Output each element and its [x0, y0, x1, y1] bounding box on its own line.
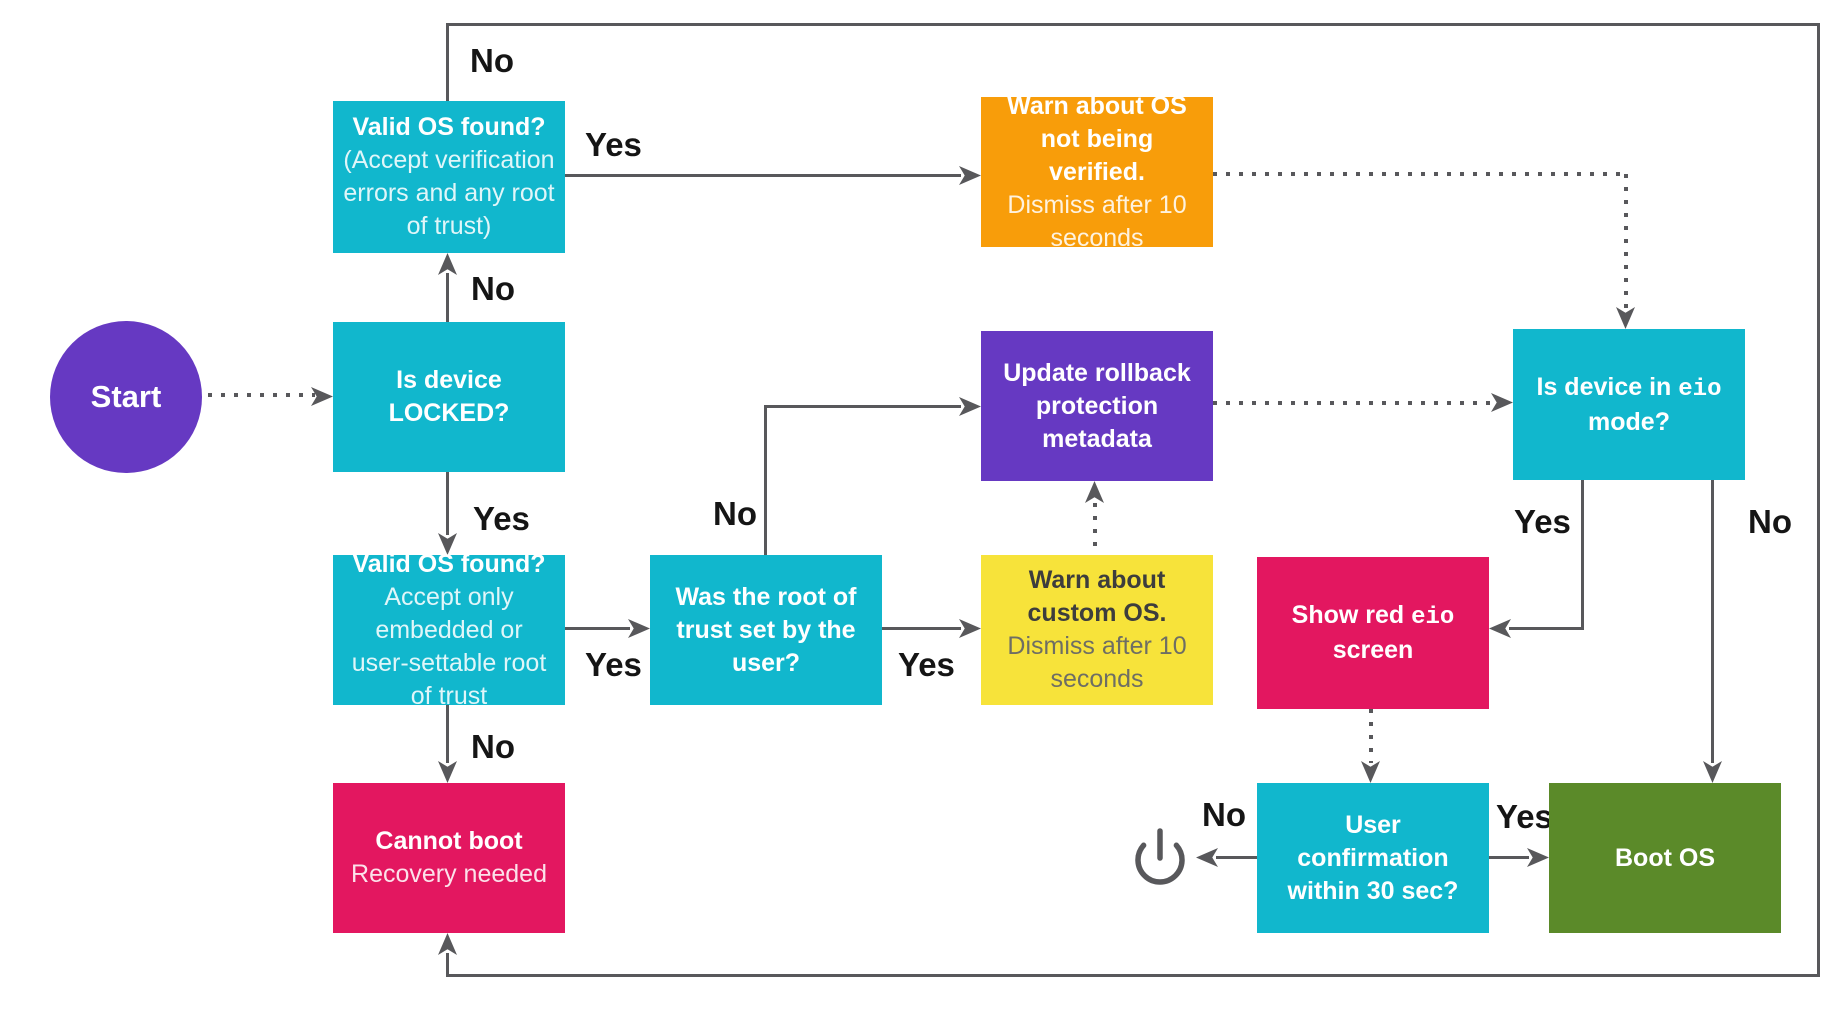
label-yes-valid-unlocked: Yes [585, 126, 642, 163]
label-yes-locked-down: Yes [473, 500, 530, 537]
arrowhead-right-warn-custom [959, 619, 981, 638]
start-dotted-line [208, 393, 315, 397]
node-eio-mode: Is device in eio mode? [1513, 329, 1745, 480]
node-warn-os-not-verified: Warn about OS not being verified. Dismis… [981, 92, 1213, 252]
valid-locked-yes-line [565, 627, 630, 630]
arrowhead-right-warn-os [959, 166, 981, 185]
node-title: Boot OS [1615, 843, 1715, 872]
label-no-user: No [1202, 796, 1246, 833]
label-yes-to-was-root: Yes [585, 646, 642, 683]
eio-yes-horizontal-line [1509, 627, 1584, 630]
label-no-was-root: No [713, 495, 757, 532]
loop-into-cannot-boot-line [446, 953, 449, 977]
valid-locked-no-line [446, 705, 449, 763]
arrowhead-up-update-rollback [1085, 481, 1104, 503]
node-title: User confirmation within 30 sec? [1287, 810, 1459, 905]
arrowhead-right-was-root [628, 619, 650, 638]
node-subtitle: Dismiss after 10 seconds [1007, 190, 1187, 252]
eio-code-text: eio [1678, 375, 1722, 403]
label-yes-eio: Yes [1514, 503, 1571, 540]
arrowhead-right-boot-os [1527, 848, 1549, 867]
user-yes-line [1489, 856, 1529, 859]
node-title: Warn about custom OS. [1027, 566, 1167, 627]
arrowhead-right-update-rollback [959, 397, 981, 416]
node-root-of-trust: Was the root of trust set by the user? [650, 555, 882, 705]
eio-yes-vertical-line [1581, 480, 1584, 630]
update-rollback-dotted-line [1213, 401, 1491, 405]
arrowhead-up-cannot-boot [438, 933, 457, 955]
node-title: Cannot boot [375, 827, 523, 855]
node-warn-custom-os: Warn about custom OS. Dismiss after 10 s… [981, 555, 1213, 705]
label-no-eio: No [1748, 503, 1792, 540]
loop-top-vertical-line [446, 23, 449, 102]
node-valid-os-unlocked: Valid OS found? (Accept verification err… [333, 101, 565, 253]
start-node: Start [50, 321, 202, 473]
node-title: Warn about OS not being verified. [1007, 91, 1187, 186]
was-root-yes-line [882, 627, 961, 630]
label-yes-to-warn-custom: Yes [898, 646, 955, 683]
label-yes-user: Yes [1496, 798, 1553, 835]
node-title: Is device LOCKED? [388, 366, 510, 427]
power-icon [1135, 828, 1185, 885]
was-root-no-vertical-line [764, 405, 767, 555]
node-subtitle: (Accept verification errors and any root… [343, 146, 555, 240]
show-red-dotted-line [1369, 709, 1373, 763]
node-subtitle: Dismiss after 10 seconds [1007, 632, 1187, 693]
loop-right-vertical-line [1817, 23, 1820, 977]
arrowhead-down-user-confirm [1361, 761, 1380, 783]
locked-no-line [446, 273, 449, 322]
eio-post-text: mode? [1588, 407, 1670, 436]
label-no-locked-up: No [471, 270, 515, 307]
arrowhead-down-cannot-boot [438, 761, 457, 783]
loop-top-horizontal-line [446, 23, 1820, 26]
node-valid-os-locked: Valid OS found? Accept only embedded or … [333, 550, 565, 710]
node-show-red-eio: Show red eio screen [1257, 557, 1489, 709]
label-no-top-loop: No [470, 42, 514, 79]
was-root-no-horizontal-line [764, 405, 961, 408]
node-subtitle: Recovery needed [351, 860, 547, 888]
node-user-confirmation: User confirmation within 30 sec? [1257, 783, 1489, 933]
arrowhead-left-power [1196, 848, 1218, 867]
node-subtitle: Accept only embedded or user-settable ro… [351, 582, 547, 710]
arrowhead-right-eio [1491, 393, 1513, 412]
valid-unlocked-yes-line [565, 174, 961, 177]
node-is-locked: Is device LOCKED? [333, 322, 565, 472]
node-title: Was the root of trust set by the user? [675, 582, 857, 677]
node-boot-os: Boot OS [1549, 783, 1781, 933]
warn-os-dotted-horizontal [1213, 172, 1628, 176]
node-title: Show red eio screen [1292, 599, 1455, 667]
node-title: Valid OS found? [352, 549, 546, 578]
user-no-line [1216, 856, 1257, 859]
show-red-pre-text: Show red [1291, 601, 1412, 629]
node-update-rollback: Update rollback protection metadata [981, 331, 1213, 481]
node-title: Update rollback protection metadata [1003, 358, 1191, 453]
node-cannot-boot: Cannot boot Recovery needed [333, 783, 565, 933]
arrowhead-down-eio [1616, 307, 1635, 329]
arrowhead-down-boot-os [1703, 761, 1722, 783]
warn-custom-dotted-line [1093, 503, 1097, 555]
warn-os-dotted-vertical [1624, 174, 1628, 309]
arrowhead-up-valid-os-unlocked [438, 253, 457, 275]
node-title: Valid OS found? [352, 113, 546, 141]
show-red-code-text: eio [1411, 604, 1455, 631]
node-title: Is device in eio mode? [1537, 371, 1722, 439]
start-label: Start [90, 379, 162, 414]
eio-no-line [1711, 480, 1714, 763]
show-red-post-text: screen [1332, 636, 1414, 664]
loop-bottom-horizontal-line [446, 974, 1820, 977]
eio-pre-text: Is device in [1536, 372, 1679, 401]
arrowhead-left-show-red [1489, 619, 1511, 638]
label-no-valid-locked: No [471, 728, 515, 765]
locked-yes-line [446, 472, 449, 535]
